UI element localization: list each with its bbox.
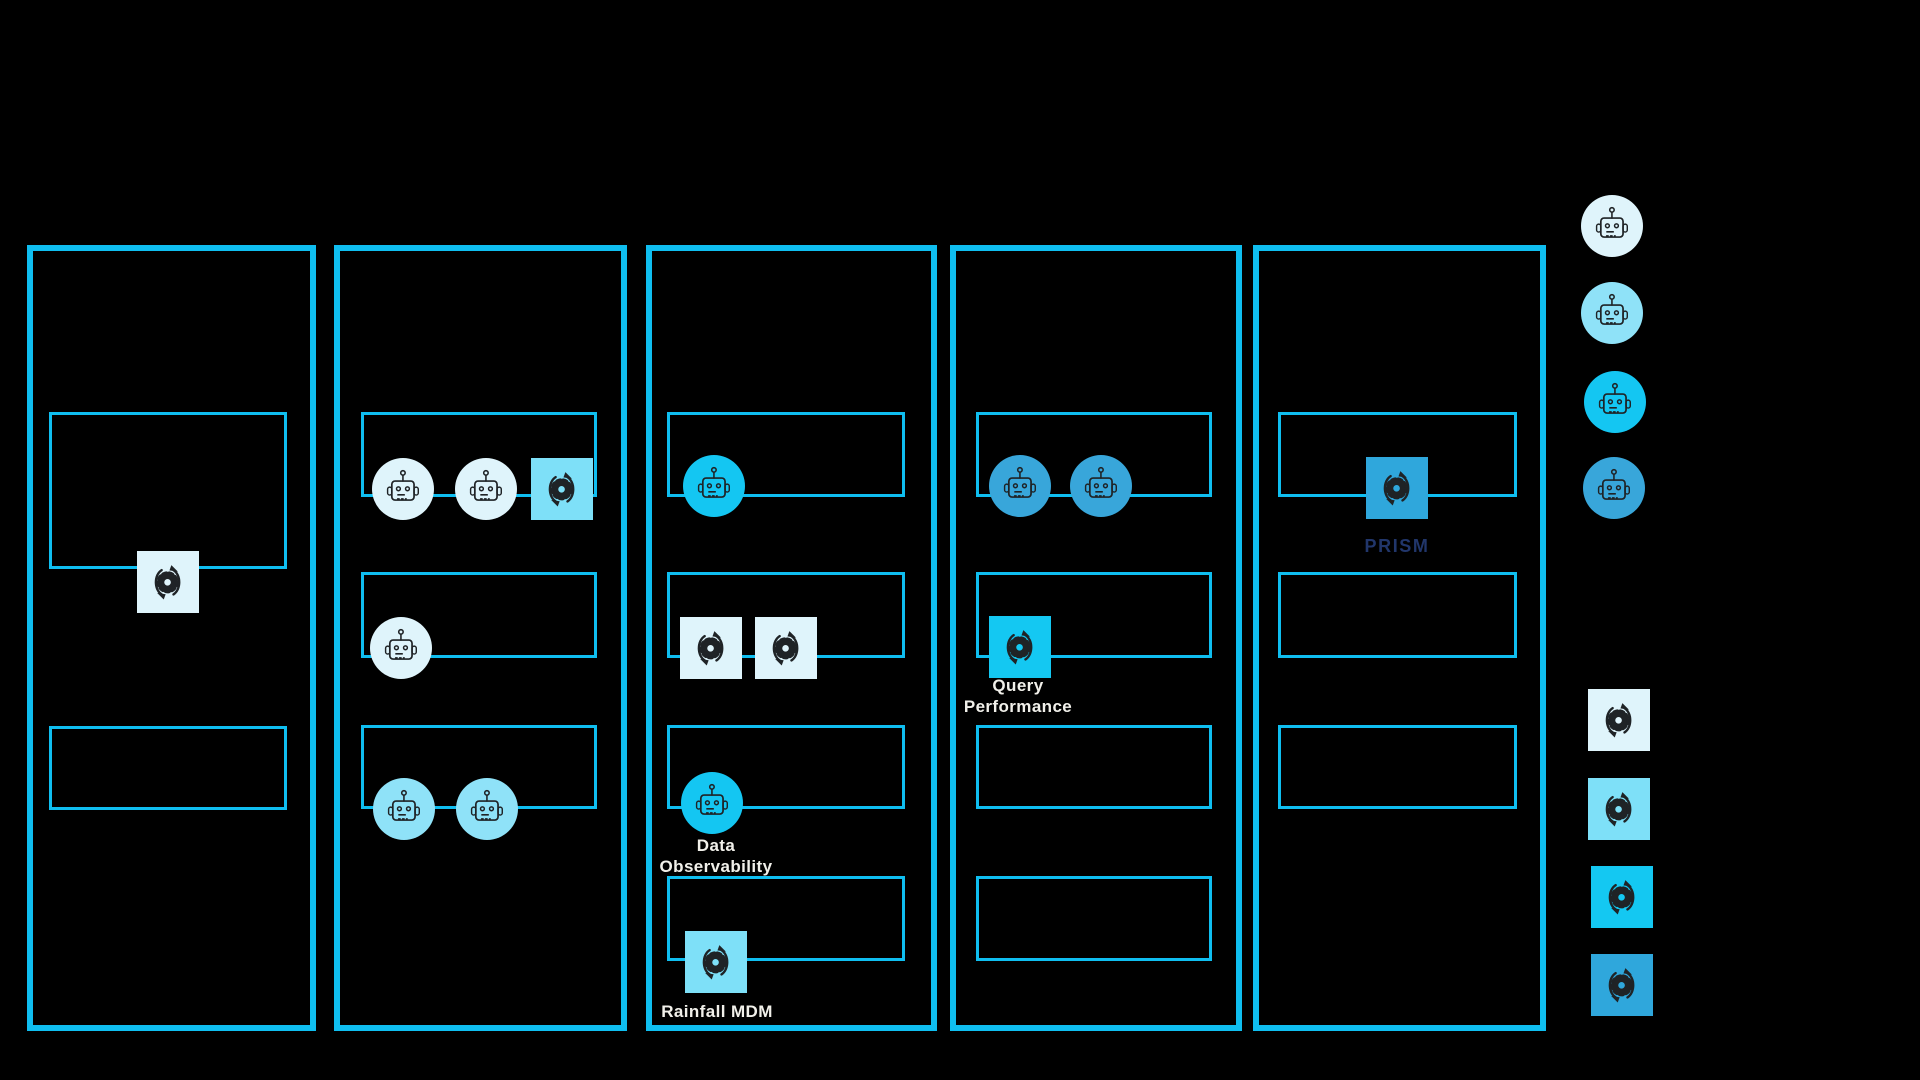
gear-automation-icon — [1588, 778, 1650, 840]
robot-agent-icon — [1583, 457, 1645, 519]
gear-automation-icon — [1588, 689, 1650, 751]
robot-agent-icon — [989, 455, 1051, 517]
column-3-box-1 — [667, 412, 905, 497]
gear-automation-icon — [1591, 954, 1653, 1016]
column-4-box-2 — [976, 572, 1212, 658]
gear-automation-icon — [680, 617, 742, 679]
column-2-box-2 — [361, 572, 597, 658]
robot-agent-icon — [1584, 371, 1646, 433]
column-1-box-1 — [49, 412, 287, 569]
column-3-box-4 — [667, 876, 905, 961]
gear-automation-icon — [755, 617, 817, 679]
rainfall_mdm-label: Rainfall MDM — [661, 1002, 773, 1021]
column-5 — [1253, 245, 1546, 1031]
column-2 — [334, 245, 627, 1031]
column-4 — [950, 245, 1242, 1031]
robot-agent-icon — [372, 458, 434, 520]
robot-agent-icon — [683, 455, 745, 517]
robot-agent-icon — [1581, 282, 1643, 344]
robot-agent-icon — [373, 778, 435, 840]
gear-automation-icon — [1366, 457, 1428, 519]
data_observability-label: Data Observability — [659, 836, 773, 876]
column-4-box-4 — [976, 876, 1212, 961]
gear-automation-icon — [137, 551, 199, 613]
gear-automation-icon — [685, 931, 747, 993]
gear-automation-icon — [989, 616, 1051, 678]
column-5-box-2 — [1278, 572, 1517, 658]
column-1 — [27, 245, 316, 1031]
robot-agent-icon — [1070, 455, 1132, 517]
column-5-box-3 — [1278, 725, 1517, 809]
robot-agent-icon — [455, 458, 517, 520]
column-3 — [646, 245, 937, 1031]
robot-agent-icon — [370, 617, 432, 679]
robot-agent-icon — [456, 778, 518, 840]
prism-label: PRISM — [1364, 536, 1430, 556]
gear-automation-icon — [531, 458, 593, 520]
query_performance-label: Query Performance — [963, 676, 1073, 716]
column-1-box-2 — [49, 726, 287, 810]
column-3-box-3 — [667, 725, 905, 809]
column-4-box-3 — [976, 725, 1212, 809]
robot-agent-icon — [1581, 195, 1643, 257]
robot-agent-icon — [681, 772, 743, 834]
gear-automation-icon — [1591, 866, 1653, 928]
